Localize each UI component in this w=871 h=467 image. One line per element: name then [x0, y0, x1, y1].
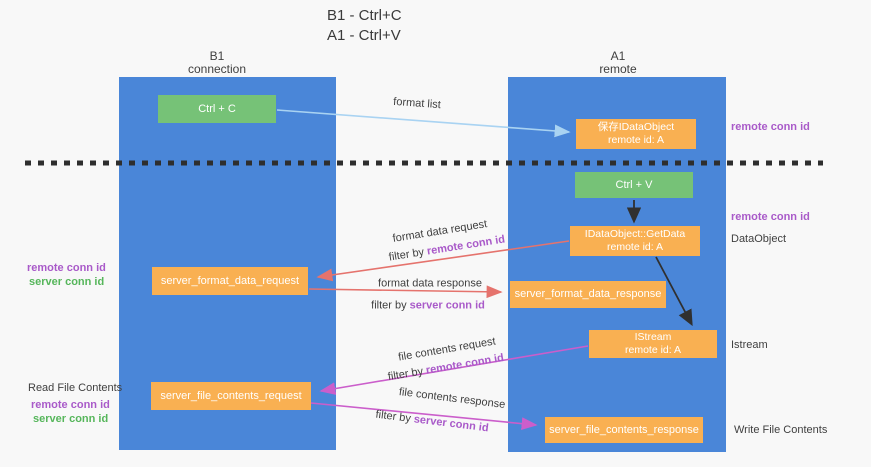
annotation-left-server-conn-id-1: server conn id: [29, 276, 105, 288]
filter-by-text: filter by: [374, 408, 415, 426]
node-getdata-line2: remote id: A: [606, 241, 664, 253]
node-server-file-contents-request-label: server_file_contents_request: [160, 389, 302, 402]
format-list-label: format list: [392, 95, 442, 112]
node-istream-line1: IStream: [634, 331, 672, 343]
annotation-dataobject: DataObject: [731, 233, 787, 245]
lane-b1-subtitle: connection: [187, 62, 247, 76]
node-save-idataobject-line1: 保存IDataObject: [597, 121, 675, 133]
annotation-left-server-conn-id-2: server conn id: [33, 413, 109, 425]
title-line-1: B1 - Ctrl+C: [327, 7, 402, 24]
lane-header-a1: A1 remote: [558, 50, 678, 76]
lane-a1-title: A1: [610, 49, 626, 63]
node-server-file-contents-response-label: server_file_contents_response: [549, 423, 699, 436]
node-server-format-data-response-label: server_format_data_response: [514, 288, 662, 300]
node-getdata-line1: IDataObject::GetData: [584, 228, 686, 240]
node-server-format-data-request: server_format_data_request: [152, 267, 308, 295]
title-line-2: A1 - Ctrl+V: [327, 27, 401, 44]
node-ctrl-c-label: Ctrl + C: [198, 102, 236, 115]
node-server-file-contents-response: server_file_contents_response: [545, 417, 703, 443]
node-server-file-contents-request: server_file_contents_request: [151, 382, 311, 410]
node-istream: IStream remote id: A: [589, 330, 717, 358]
lane-b1-title: B1: [209, 49, 225, 63]
annotation-left-remote-conn-id-1: remote conn id: [27, 262, 106, 274]
annotation-remote-conn-id-top: remote conn id: [731, 121, 810, 133]
annotation-left-remote-conn-id-2: remote conn id: [31, 399, 110, 411]
node-istream-line2: remote id: A: [624, 344, 682, 356]
node-save-idataobject: 保存IDataObject remote id: A: [576, 119, 696, 149]
annotation-write-file-contents: Write File Contents: [734, 424, 828, 436]
node-server-format-data-response: server_format_data_response: [510, 281, 666, 308]
file-contents-response-filter-label: filter by server conn id: [375, 409, 489, 436]
diagram-title: B1 - Ctrl+C A1 - Ctrl+V: [327, 6, 402, 46]
annotation-istream: Istream: [731, 339, 768, 351]
node-idataobject-getdata: IDataObject::GetData remote id: A: [570, 226, 700, 256]
file-contents-response-label: file contents response: [398, 386, 506, 411]
filter-by-text: filter by: [388, 245, 428, 264]
server-conn-id-key: server conn id: [413, 413, 490, 435]
format-data-response-label: format data response: [378, 277, 482, 290]
format-data-response-filter-label: filter by server conn id: [371, 300, 485, 313]
node-save-idataobject-line2: remote id: A: [607, 134, 665, 146]
node-ctrl-v-label: Ctrl + V: [615, 178, 653, 191]
filter-by-text: filter by: [371, 299, 410, 312]
server-conn-id-key: server conn id: [409, 299, 485, 312]
node-server-format-data-request-label: server_format_data_request: [160, 274, 300, 287]
filter-by-text: filter by: [387, 364, 428, 384]
lane-header-b1: B1 connection: [157, 50, 277, 76]
node-ctrl-c: Ctrl + C: [158, 95, 276, 123]
annotation-read-file-contents: Read File Contents: [28, 382, 123, 394]
annotation-remote-conn-id-mid: remote conn id: [731, 211, 810, 223]
node-ctrl-v: Ctrl + V: [575, 172, 693, 198]
lane-a1-subtitle: remote: [599, 62, 637, 76]
